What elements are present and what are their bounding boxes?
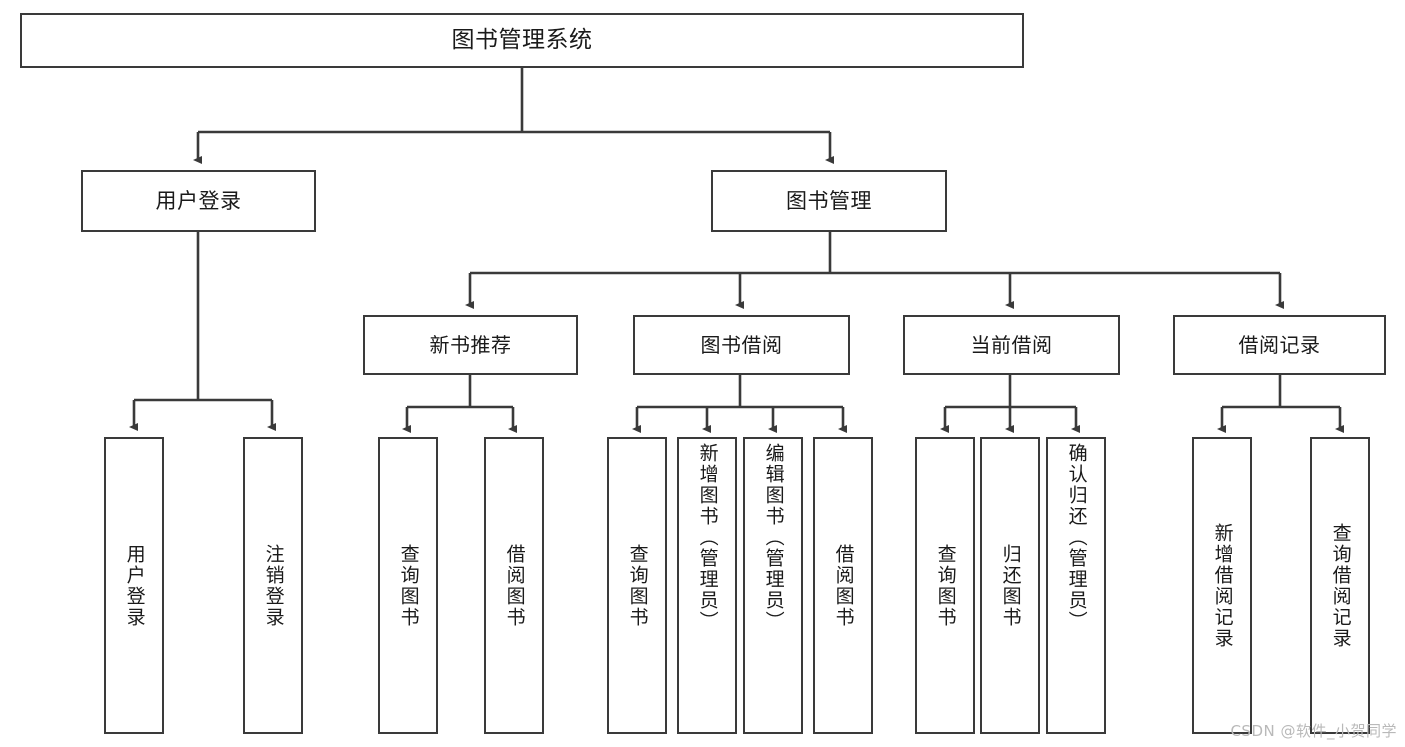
node-label: 借阅图书 [832,543,855,628]
node-label: 新增借阅记录 [1211,522,1234,649]
node-book-borrow[interactable]: 图书借阅 [633,315,850,375]
node-label: 查询图书 [397,543,420,628]
node-borrow-record[interactable]: 借阅记录 [1173,315,1386,375]
node-label: 借阅记录 [1238,333,1321,357]
node-root-system[interactable]: 图书管理系统 [20,13,1024,68]
leaf-current-borrow-return-book[interactable]: 归还图书 [980,437,1040,734]
leaf-new-book-query-book[interactable]: 查询图书 [378,437,438,734]
leaf-user-login-login[interactable]: 用户登录 [104,437,164,734]
node-label: 用户登录 [155,188,242,213]
leaf-borrow-record-add-record[interactable]: 新增借阅记录 [1192,437,1252,734]
leaf-borrow-record-query-record[interactable]: 查询借阅记录 [1310,437,1370,734]
leaf-book-borrow-borrow-book[interactable]: 借阅图书 [813,437,873,734]
leaf-new-book-borrow-book[interactable]: 借阅图书 [484,437,544,734]
leaf-user-login-logout[interactable]: 注销登录 [243,437,303,734]
node-user-login[interactable]: 用户登录 [81,170,316,232]
node-label: 查询图书 [626,543,649,628]
node-label: 新增图书（管理员） [696,443,719,632]
node-label: 编辑图书（管理员） [762,443,785,632]
watermark: CSDN @软件_小贺同学 [1230,722,1397,740]
node-label: 图书管理 [786,188,872,213]
leaf-book-borrow-edit-book-admin[interactable]: 编辑图书（管理员） [743,437,803,734]
node-label: 确认归还（管理员） [1065,443,1088,632]
node-label: 新书推荐 [429,333,512,357]
leaf-current-borrow-confirm-return-admin[interactable]: 确认归还（管理员） [1046,437,1106,734]
node-book-management[interactable]: 图书管理 [711,170,947,232]
node-new-book-recommend[interactable]: 新书推荐 [363,315,578,375]
node-label: 图书管理系统 [451,27,593,53]
node-label: 查询借阅记录 [1329,522,1352,649]
leaf-book-borrow-add-book-admin[interactable]: 新增图书（管理员） [677,437,737,734]
node-label: 图书借阅 [700,333,783,357]
node-label: 用户登录 [123,543,146,628]
leaf-current-borrow-query-book[interactable]: 查询图书 [915,437,975,734]
node-label: 查询图书 [934,543,957,628]
node-label: 当前借阅 [970,333,1053,357]
node-current-borrow[interactable]: 当前借阅 [903,315,1120,375]
node-label: 注销登录 [262,543,285,628]
leaf-book-borrow-query-book[interactable]: 查询图书 [607,437,667,734]
node-label: 借阅图书 [503,543,526,628]
node-label: 归还图书 [999,543,1022,628]
